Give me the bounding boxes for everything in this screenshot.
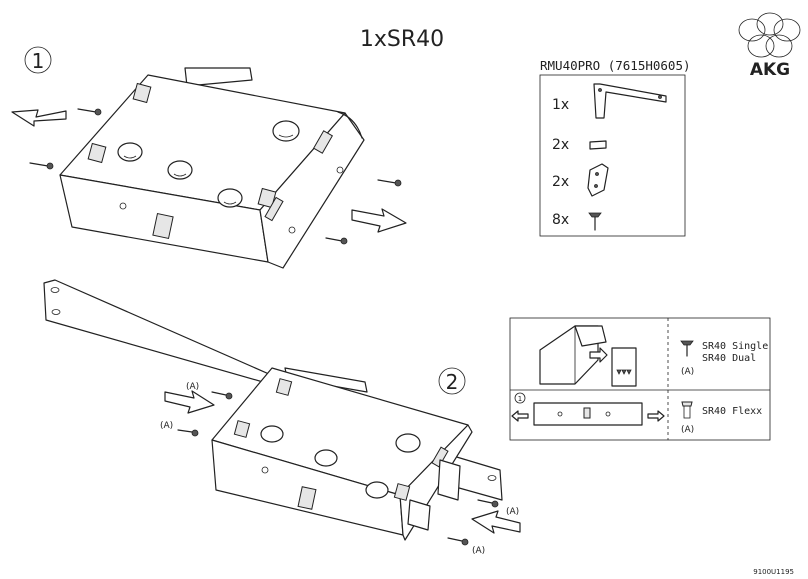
callout-a-3: (A) [506, 507, 519, 517]
document-code: 9100U1195 [753, 568, 794, 576]
step-1-marker [24, 46, 52, 74]
step-2-number: 2 [446, 370, 459, 394]
arrow-left-icon [471, 510, 521, 534]
brand-name: AKG [750, 60, 790, 80]
akg-logo: AKG [738, 12, 801, 80]
kit-box [539, 74, 686, 237]
kit-qty-1: 1x [552, 97, 569, 113]
receiver-unit-bottom [211, 367, 473, 541]
arrow-left-icon [11, 109, 67, 127]
step-2-marker [438, 367, 466, 395]
screw-icon [477, 499, 499, 508]
screw-icon [588, 212, 602, 231]
legend-screw-a-1: (A) [681, 367, 694, 377]
legend-screw-a-2: (A) [681, 425, 694, 435]
step-1-number: 1 [32, 49, 45, 73]
kit-qty-4: 8x [552, 212, 569, 228]
callout-a-1: (A) [186, 382, 199, 392]
kit-qty-3: 2x [552, 174, 569, 190]
kit-qty-2: 2x [552, 137, 569, 153]
bracket-icon [593, 83, 667, 119]
legend-sr40-single: SR40 Single [702, 341, 768, 352]
screw-icon [29, 108, 402, 245]
angle-plate-icon [587, 163, 609, 197]
callout-a-2: (A) [160, 421, 173, 431]
screw-icon [177, 429, 199, 437]
legend-sr40-flexx: SR40 Flexx [702, 406, 762, 417]
kit-header: RMU40PRO (7615H0605) [540, 58, 691, 73]
legend-box: 1 SR40 Single SR40 Dual (A) SR40 Flexx (… [509, 317, 771, 441]
screw-icon [680, 340, 694, 357]
screw-icon [447, 537, 469, 546]
arrow-right-icon [164, 390, 215, 414]
callout-a-4: (A) [472, 546, 485, 556]
spacer-icon [589, 140, 607, 150]
legend-step-number: 1 [518, 395, 522, 403]
screw-icon [211, 391, 233, 400]
page-title: 1xSR40 [360, 27, 444, 52]
receiver-unit-top [59, 67, 365, 269]
screw-icon [681, 401, 693, 419]
legend-sr40-dual: SR40 Dual [702, 353, 756, 364]
arrow-right-icon [351, 208, 407, 233]
